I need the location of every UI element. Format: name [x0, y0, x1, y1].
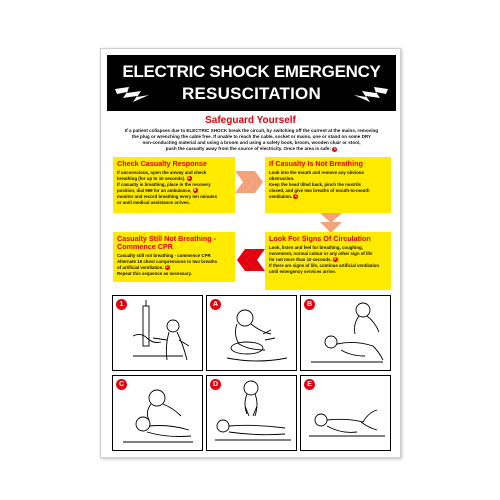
- recovery-position-icon: [311, 302, 384, 363]
- panel-badge: D: [210, 379, 221, 390]
- illustration-panel-d: D: [206, 375, 297, 451]
- cpr-text: Casualty still not breathing - commence …: [117, 253, 218, 276]
- safeguard-text: If a patient collapses due to ELECTRIC S…: [113, 128, 390, 152]
- electrocution-icon: [132, 300, 190, 361]
- mouth-to-mouth-icon: [123, 389, 193, 443]
- safeguard-heading: Safeguard Yourself: [205, 115, 296, 126]
- safeguard-line: non-conducting material and using a broo…: [142, 140, 361, 146]
- not-breathing-box: If Casualty Is Not Breathing Look into t…: [265, 157, 391, 213]
- arrow-down-icon: [320, 213, 342, 233]
- panel-badge: E: [304, 379, 315, 390]
- check-casualty-heading: Check Casualty Response: [117, 159, 207, 168]
- safeguard-line: push the casualty away from the source o…: [165, 146, 338, 152]
- panel-badge: 1: [116, 299, 127, 310]
- step-ref: 1: [332, 146, 338, 152]
- poster-header: ELECTRIC SHOCK EMERGENCY RESUSCITATION: [107, 55, 396, 111]
- step-ref: D: [164, 265, 170, 271]
- check-casualty-text: If unconscious, open the airway and chec…: [117, 170, 218, 205]
- safeguard-line: the plug or wrenching the cable free. If…: [131, 134, 372, 140]
- circulation-box: Look For Signs Of Circulation Look, list…: [265, 232, 391, 290]
- title-line-2: RESUSCITATION: [182, 84, 321, 103]
- panel-badge: A: [210, 299, 221, 310]
- recovery-lying-icon: [309, 409, 385, 437]
- electric-shock-poster: ELECTRIC SHOCK EMERGENCY RESUSCITATION S…: [100, 48, 401, 458]
- lightning-bolt-icon: [115, 87, 149, 102]
- arrow-left-icon: [237, 249, 265, 271]
- chest-compression-icon: [215, 380, 291, 441]
- check-casualty-box: Check Casualty Response If unconscious, …: [113, 157, 235, 213]
- illustration-panel-a: A: [206, 295, 297, 371]
- illustration-panel-e: E: [300, 375, 391, 451]
- circulation-heading: Look For Signs Of Circulation: [269, 234, 371, 243]
- arrow-right-icon: [235, 171, 263, 193]
- step-ref: B: [192, 188, 198, 194]
- not-breathing-text: Look into the mouth and remove any obvio…: [269, 170, 370, 199]
- lightning-bolt-icon: [354, 87, 388, 102]
- panel-badge: B: [304, 299, 315, 310]
- cpr-heading: Casualty Still Not Breathing - Commence …: [117, 234, 217, 251]
- cpr-box: Casualty Still Not Breathing - Commence …: [113, 232, 235, 282]
- airway-check-icon: [226, 309, 288, 362]
- step-ref: E: [332, 257, 338, 263]
- title-line-1: ELECTRIC SHOCK EMERGENCY: [122, 62, 381, 81]
- not-breathing-heading: If Casualty Is Not Breathing: [269, 159, 363, 168]
- step-ref: C: [293, 193, 299, 199]
- step-ref: A: [186, 176, 192, 182]
- panel-badge: C: [116, 379, 127, 390]
- illustration-panel-1: 1: [112, 295, 203, 371]
- illustration-panel-c: C: [112, 375, 203, 451]
- circulation-text: Look, listen and feel for breathing, cou…: [269, 245, 380, 274]
- illustration-panel-b: B: [300, 295, 391, 371]
- safeguard-line: If a patient collapses due to ELECTRIC S…: [124, 128, 379, 133]
